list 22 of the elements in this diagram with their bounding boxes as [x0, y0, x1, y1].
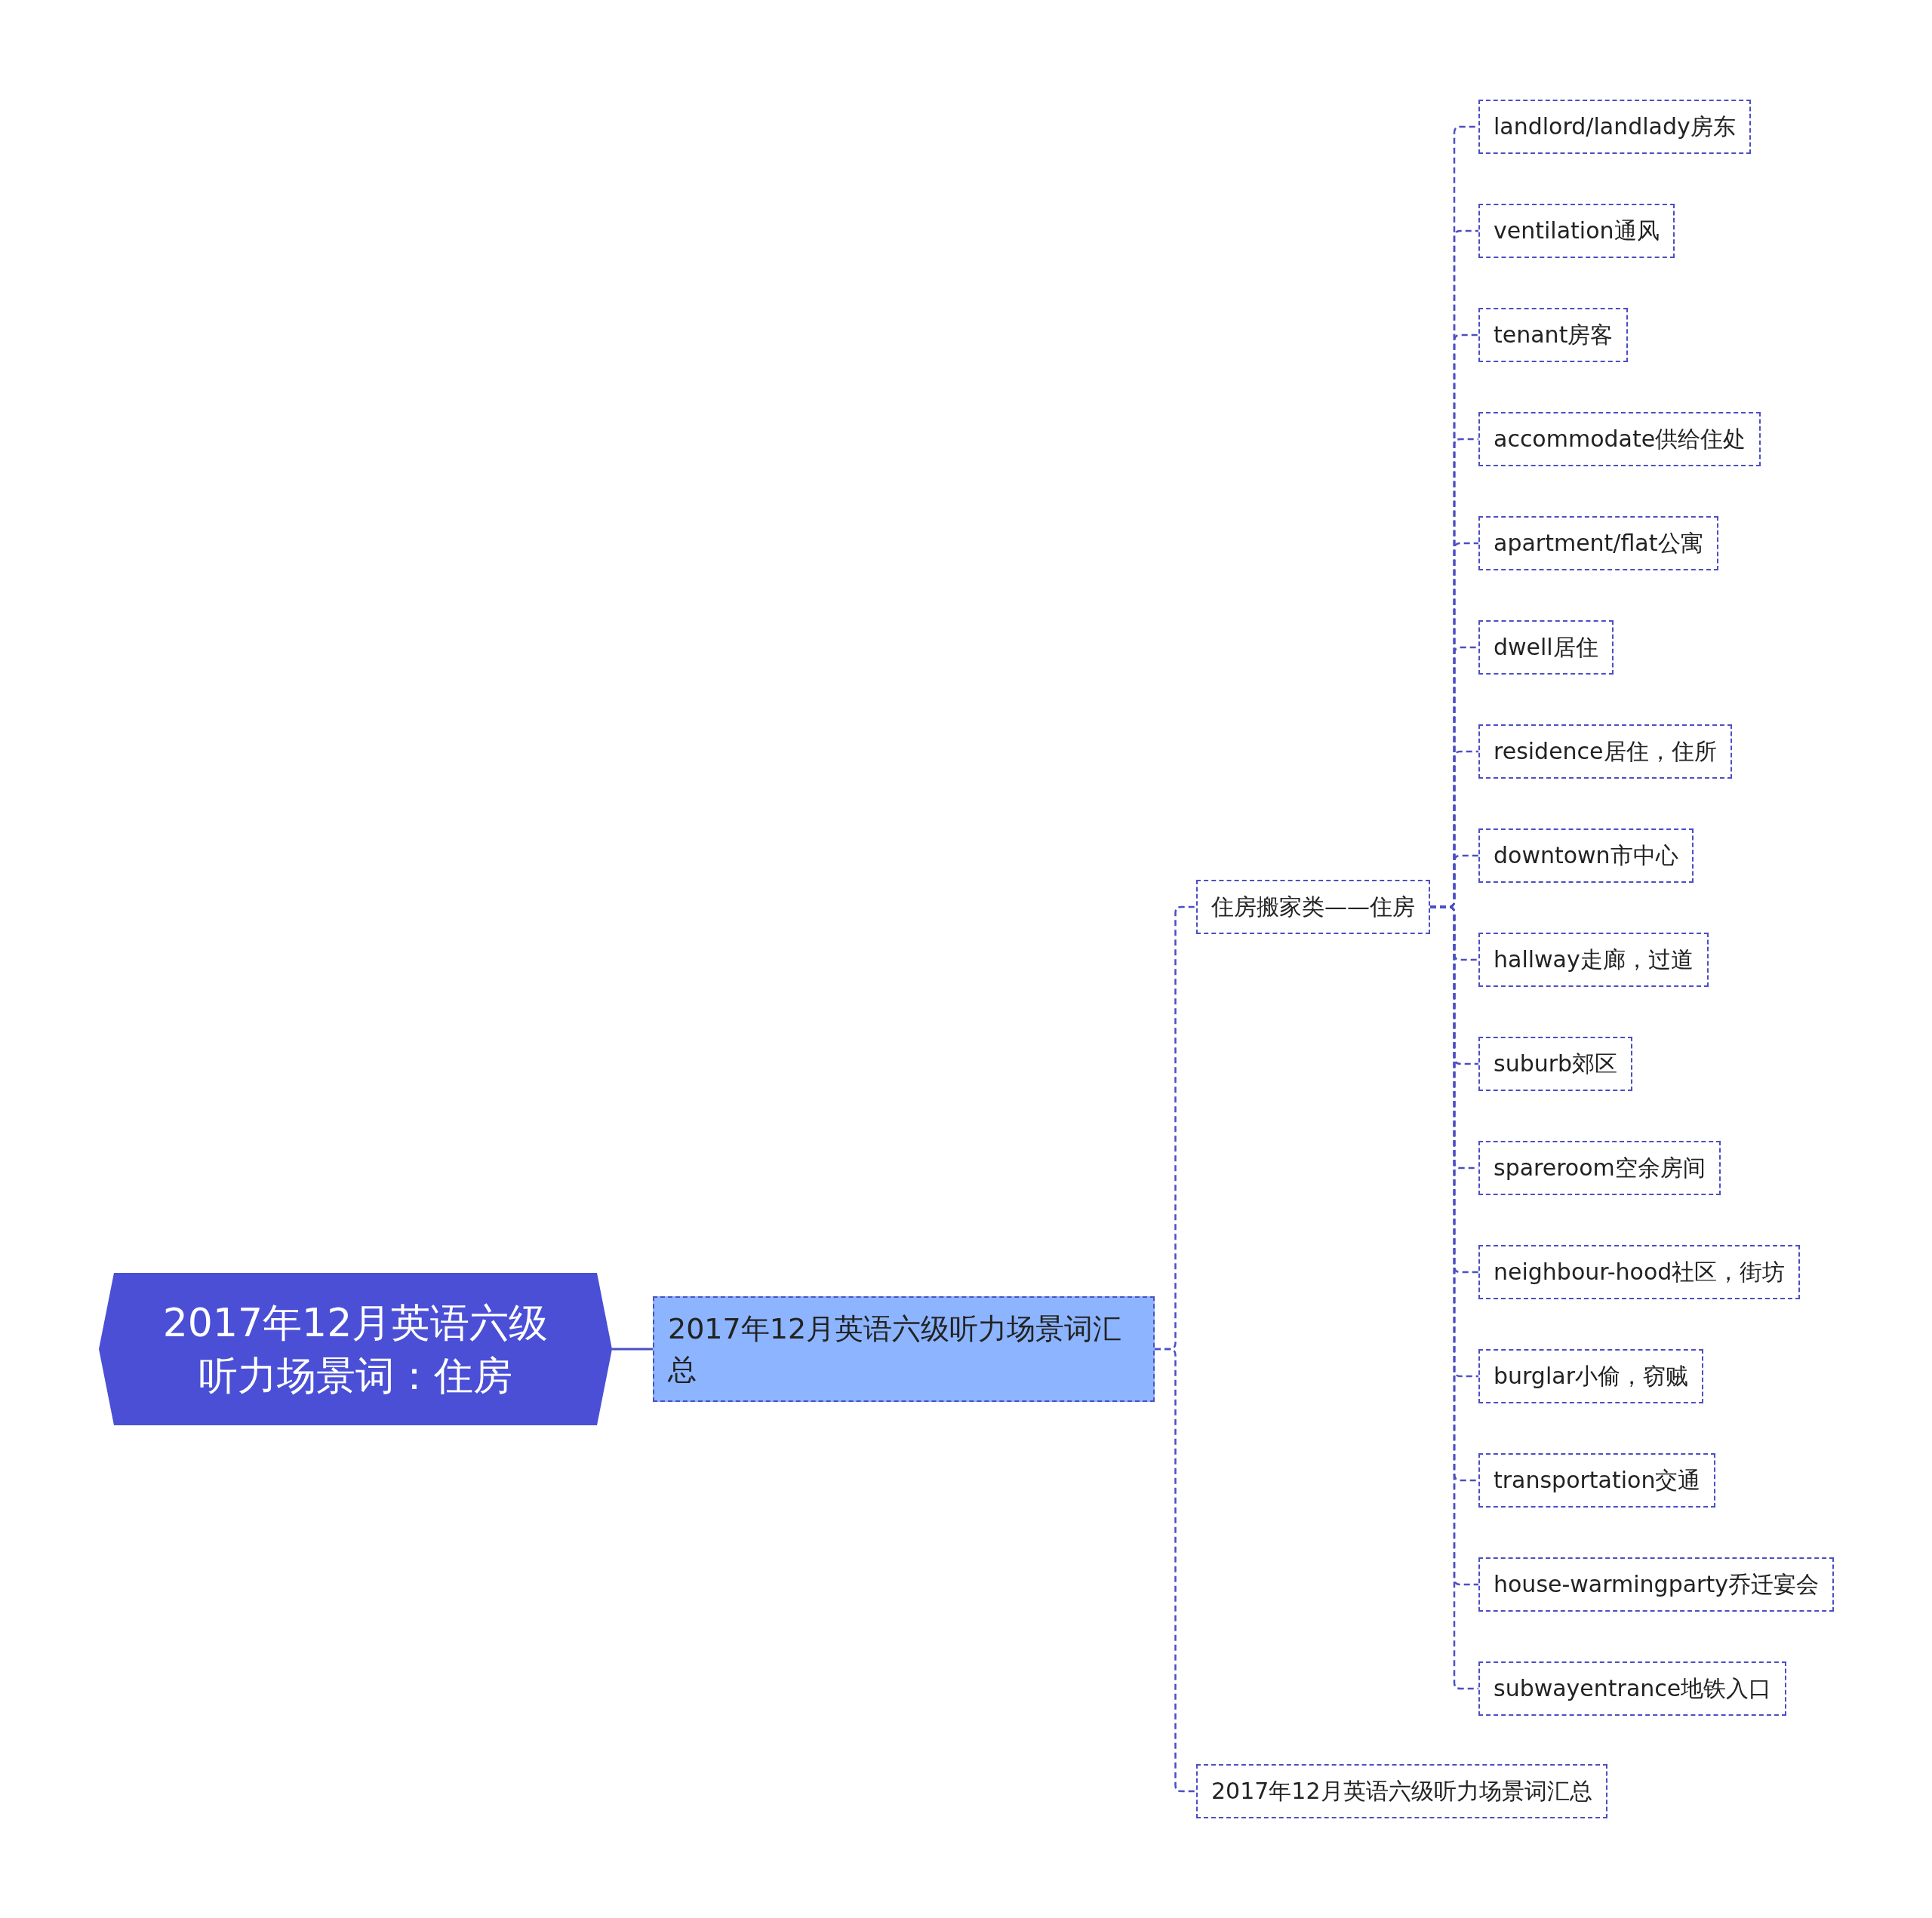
- subtopic-box: hallway走廊，过道: [1478, 933, 1709, 987]
- subtopic-box: house-warmingparty乔迁宴会: [1478, 1557, 1834, 1612]
- subtopic-box: spareroom空余房间: [1478, 1141, 1721, 1195]
- subtopic-box: burglar小偷，窃贼: [1478, 1349, 1703, 1403]
- subtopic-box: suburb郊区: [1478, 1037, 1633, 1091]
- subtopic-box: ventilation通风: [1478, 204, 1675, 258]
- subtopic-box: residence居住，住所: [1478, 724, 1732, 779]
- subtopic-box: landlord/landlady房东: [1478, 100, 1751, 154]
- subtopic-box: tenant房客: [1478, 308, 1629, 362]
- topic-title: 2017年12月英语六级听力场景词：住房: [162, 1299, 549, 1400]
- connector-line: [612, 1348, 653, 1351]
- subtopic-box: 住房搬家类——住房: [1196, 880, 1430, 934]
- topic-box: 2017年12月英语六级听力场景词汇总: [653, 1296, 1155, 1402]
- subtopic-box: transportation交通: [1478, 1453, 1716, 1508]
- subtopic-box: apartment/flat公寓: [1478, 516, 1718, 570]
- subtopic-box: dwell居住: [1478, 620, 1614, 675]
- subtopic-box: 2017年12月英语六级听力场景词汇总: [1196, 1764, 1607, 1818]
- root-topic-hexagon: [99, 1273, 612, 1425]
- subtopic-box: accommodate供给住处: [1478, 412, 1761, 466]
- subtopic-box: downtown市中心: [1478, 828, 1694, 883]
- subtopic-box: neighbour-hood社区，街坊: [1478, 1245, 1801, 1299]
- subtopic-box: subwayentrance地铁入口: [1478, 1661, 1787, 1716]
